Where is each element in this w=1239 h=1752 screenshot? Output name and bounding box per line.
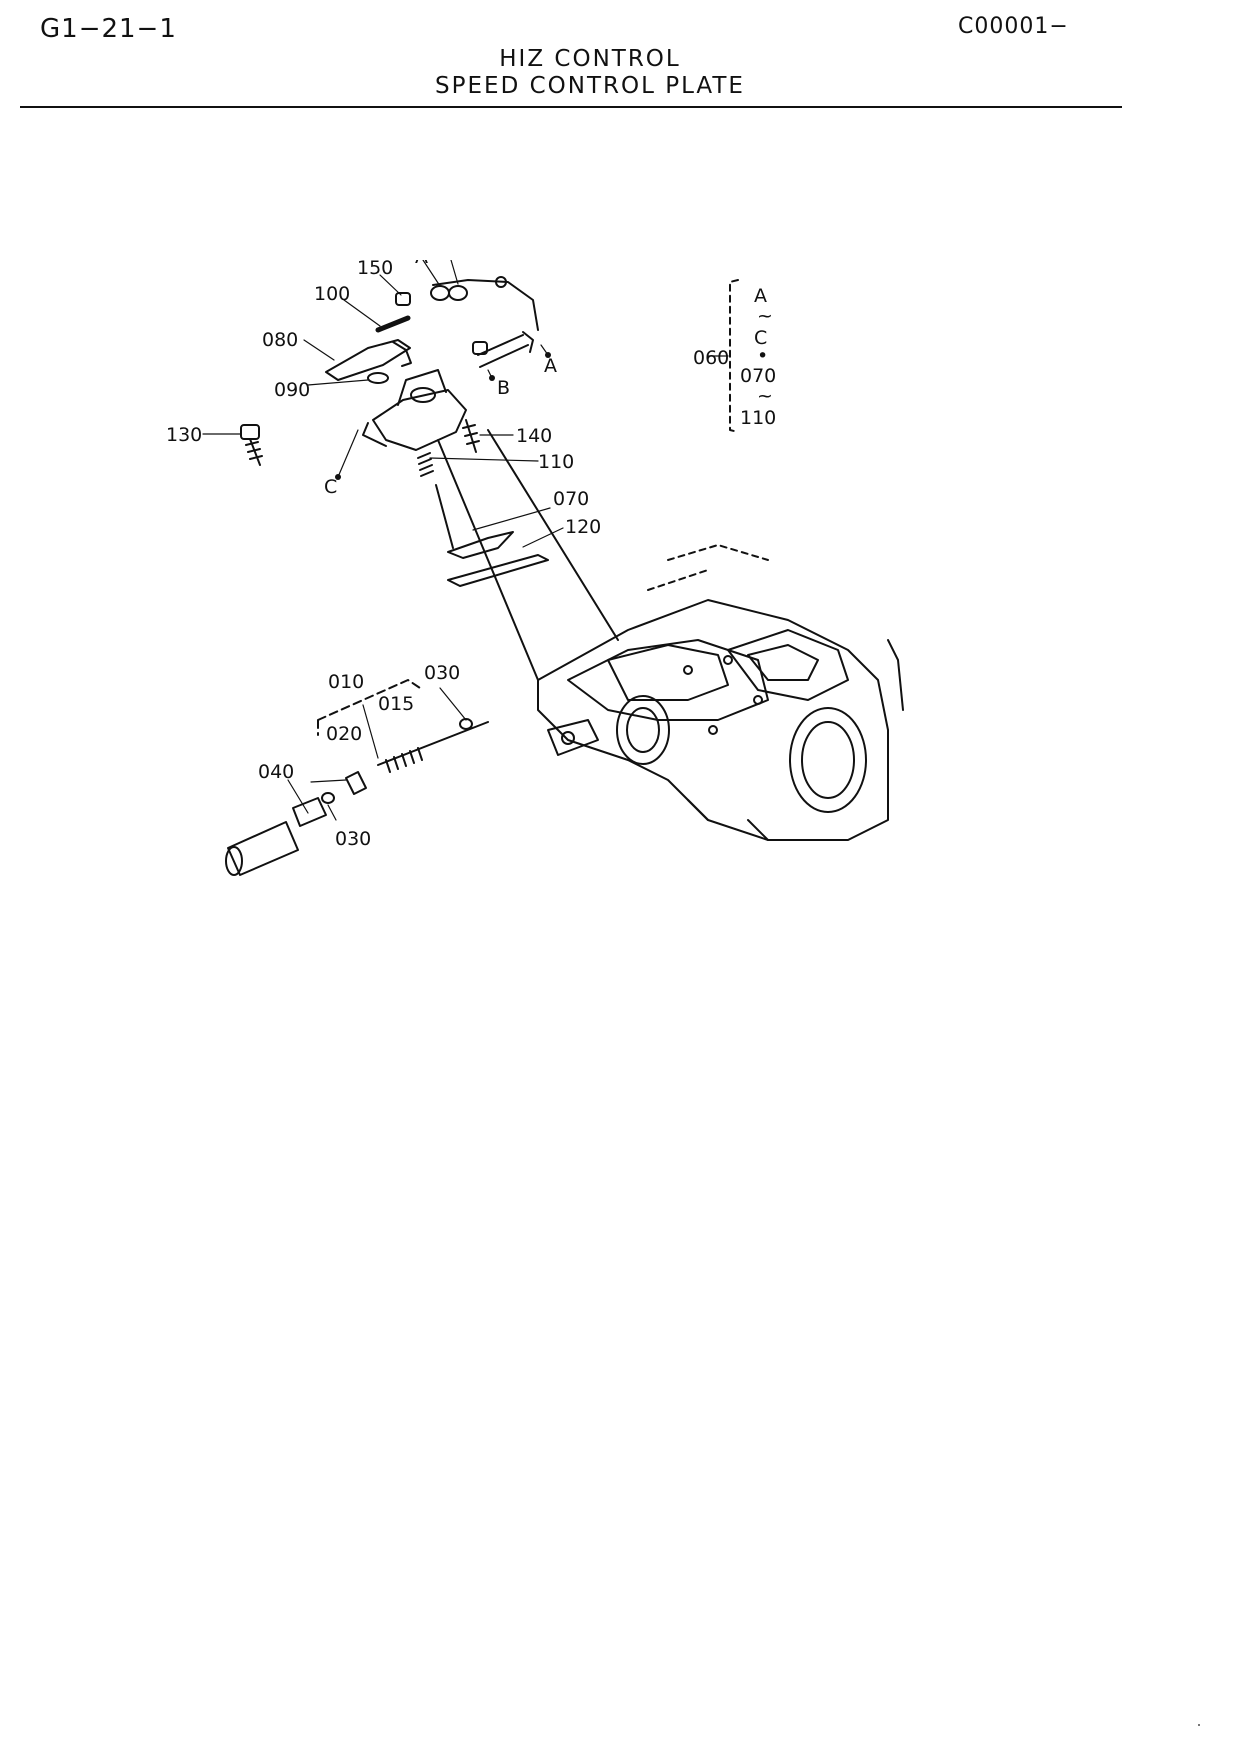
rod-070 [435, 484, 514, 559]
ref-label-a-top: A [415, 260, 428, 268]
ref-label-c: C [324, 476, 337, 498]
ref-dot-c [335, 474, 341, 480]
legend-110: 110 [740, 407, 776, 429]
washer-030b [321, 792, 335, 804]
legend-a: A [754, 285, 767, 307]
bracket-010 [317, 679, 421, 736]
leader-lines [202, 260, 729, 821]
callout-030-upper: 030 [424, 662, 460, 684]
stud-140 [462, 419, 480, 453]
callout-060: 060 [693, 347, 729, 369]
stray-dot [1198, 1724, 1200, 1726]
callout-130: 130 [166, 424, 202, 446]
center-line-right [487, 429, 619, 641]
callout-015: 015 [378, 693, 414, 715]
center-line-left [437, 439, 539, 681]
nut-B [472, 341, 488, 355]
cap-040 [225, 797, 327, 876]
legend-tilde-2: ~ [757, 385, 773, 407]
ref-label-a: A [544, 355, 557, 377]
legend-070: 070 [740, 365, 776, 387]
callout-120: 120 [565, 516, 601, 538]
callout-150: 150 [357, 260, 393, 279]
group-060-legend: A ~ C • 070 ~ 110 [740, 285, 776, 429]
nut-150 [395, 292, 411, 306]
title-line-2: SPEED CONTROL PLATE [435, 73, 745, 99]
legend-c: C [754, 327, 767, 349]
callout-100: 100 [314, 283, 350, 305]
reference-code: C00001− [958, 14, 1069, 39]
bolt-130 [240, 424, 263, 466]
lever-080 [325, 339, 412, 381]
exploded-parts-diagram: 150 100 080 090 130 140 110 070 120 010 … [166, 260, 904, 876]
callout-090: 090 [274, 379, 310, 401]
legend-tilde-1: ~ [757, 305, 773, 327]
callout-140: 140 [516, 425, 552, 447]
ref-label-b: B [497, 377, 510, 399]
legend-bullet: • [757, 345, 768, 367]
page-code: G1−21−1 [40, 14, 177, 44]
pin-100 [375, 315, 411, 333]
callout-070: 070 [553, 488, 589, 510]
bush-020 [345, 771, 367, 795]
ref-label-b-top: B [445, 260, 458, 261]
engine-block [537, 544, 904, 841]
spring-110 [417, 452, 434, 477]
washer-030a [459, 718, 473, 730]
bracket-060 [729, 279, 739, 433]
callout-080: 080 [262, 329, 298, 351]
washer-090 [367, 372, 389, 384]
callout-040: 040 [258, 761, 294, 783]
ref-dot-a [545, 352, 551, 358]
callout-110: 110 [538, 451, 574, 473]
speed-control-plate [362, 369, 467, 451]
spring-015 [377, 721, 489, 773]
callout-030-lower: 030 [335, 828, 371, 850]
title-line-1: HIZ CONTROL [499, 46, 681, 72]
header-rule [20, 106, 1122, 108]
callout-020: 020 [326, 723, 362, 745]
link-rod [430, 276, 539, 368]
callout-010: 010 [328, 671, 364, 693]
ref-dot-b [489, 375, 495, 381]
gasket-120 [447, 554, 549, 587]
